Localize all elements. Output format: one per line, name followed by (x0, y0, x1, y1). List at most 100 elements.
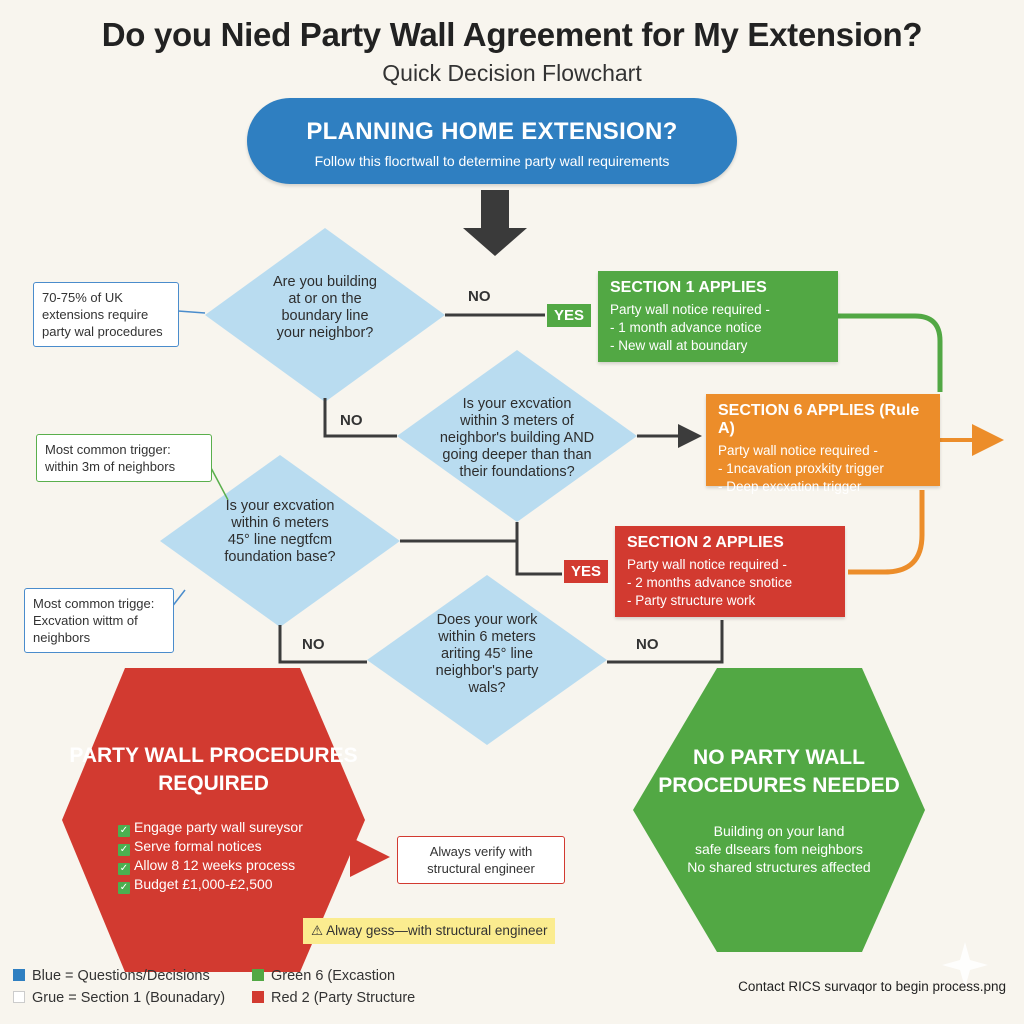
start-subtext: Follow this flocrtwall to determine part… (314, 153, 670, 169)
question-4-line: within 6 meters (438, 629, 536, 645)
checklist-item: ✓ Allow 8 12 weeks process (118, 856, 338, 875)
note-line: party wal procedures (42, 324, 163, 339)
warning-icon: ⚠ (311, 923, 324, 938)
connector-q3-q4 (278, 625, 367, 664)
outcome-required-title: REQUIRED (158, 772, 269, 795)
question-diamond-3 (160, 455, 400, 627)
outcome-required-checklist: ✓Engage party wall sureysor ✓Serve forma… (118, 818, 338, 894)
start-node: PLANNING HOME EXTENSION? Follow this flo… (247, 98, 737, 184)
note-line: 70-75% of UK (42, 290, 123, 305)
section-6-line: - Deep excxation trigger (718, 479, 862, 494)
checkmark-icon: ✓ (118, 882, 130, 894)
note-common-trigger-2: Most common trigge: Excvation wittm of n… (24, 588, 174, 653)
outcome-not-needed: NO PARTY WALL PROCEDURES NEEDED (633, 744, 925, 800)
checklist-label: Budget £1,000-£2,500 (134, 876, 273, 892)
question-4-line: wals? (468, 680, 506, 696)
outcome-required-title: PARTY WALL PROCEDURES (69, 744, 358, 767)
question-4-line: neighbor's party (435, 663, 539, 679)
checklist-item: ✓ Engage party wall sureysor (118, 818, 338, 837)
checkmark-icon: ✓ (118, 825, 130, 837)
note-line: Always verify with (429, 844, 533, 859)
note-verify: Always verify with structural engineer (397, 836, 565, 884)
question-1-line: boundary line (281, 308, 369, 324)
question-2-line: Is your excvation (462, 396, 572, 412)
legend-item-white: Grue = Section 1 (Bounadary) (13, 990, 225, 1006)
legend-swatch (13, 991, 25, 1003)
legend-item-red: Red 2 (Party Structure (252, 990, 415, 1006)
note-line: extensions require (42, 307, 149, 322)
section-1-heading: SECTION 1 APPLIES (610, 279, 767, 296)
question-4-line: Does your work (436, 612, 538, 628)
section-6-heading: SECTION 6 APPLIES (Rule A) (718, 402, 920, 437)
connector-to-s2 (515, 541, 562, 576)
label-yes-2: YES (564, 560, 609, 583)
connector-s6-s2 (848, 490, 925, 575)
section-2-line: Party wall notice required - (627, 557, 787, 572)
section-2-box: SECTION 2 APPLIES Party wall notice requ… (615, 526, 845, 617)
section-6-line: Party wall notice required - (718, 443, 878, 458)
connector-q3-q2 (400, 522, 519, 543)
page-subtitle: Quick Decision Flowchart (382, 60, 642, 86)
question-4-line: ariting 45° line (440, 646, 534, 662)
label-no-2: NO (340, 412, 363, 429)
question-3-line: within 6 meters (231, 515, 329, 531)
question-2: Is your excvation within 3 meters of nei… (427, 396, 607, 481)
checkmark-icon: ✓ (118, 863, 130, 875)
note-line: Most common trigge: (33, 596, 155, 611)
outcome-required: PARTY WALL PROCEDURES REQUIRED (62, 742, 365, 798)
warning-text: Alway gess—with structural engineer (326, 923, 548, 938)
outcome-hex-not-needed (633, 668, 925, 952)
legend-item-blue: Blue = Questions/Decisions (13, 968, 210, 984)
section-2-line: - 2 months advance snotice (627, 575, 793, 590)
note-line: within 3m of neighbors (45, 459, 176, 474)
warning-banner: ⚠ Alway gess—with structural engineer (303, 918, 556, 944)
legend-label: Blue = Questions/Decisions (32, 968, 210, 984)
outcome-not-needed-title: PROCEDURES NEEDED (658, 774, 900, 797)
legend-swatch (252, 969, 264, 981)
footer-note: Contact RICS survaqor to begin process.p… (738, 979, 1006, 994)
connector-q1-q2 (323, 398, 397, 438)
page-title: Do you Nied Party Wall Agreement for My … (101, 16, 923, 53)
note-connector-1 (177, 310, 206, 314)
section-2-heading: SECTION 2 APPLIES (627, 534, 784, 551)
start-heading: PLANNING HOME EXTENSION? (306, 118, 678, 145)
question-diamond-4 (367, 575, 607, 745)
outcome-line: No shared structures affected (687, 859, 871, 875)
label-no-3: NO (302, 636, 325, 653)
label-no-1: NO (468, 288, 491, 305)
checklist-item: ✓Serve formal notices (118, 837, 338, 856)
section-1-line: Party wall notice required - (610, 302, 770, 317)
question-2-line: within 3 meters of (460, 413, 574, 429)
question-3-line: 45° line negtfcm (227, 532, 333, 548)
note-stat: 70-75% of UK extensions require party wa… (33, 282, 179, 347)
legend-item-green: Green 6 (Excastion (252, 968, 395, 984)
question-1-line: Are you building (273, 274, 377, 290)
section-2-line: - Party structure work (627, 593, 756, 608)
question-1: Are you building at or on the boundary l… (245, 274, 405, 342)
question-3-line: Is your excvation (225, 498, 335, 514)
checklist-label: Serve formal notices (134, 838, 262, 854)
note-connector-2 (209, 465, 229, 501)
sparkle-icon (942, 942, 988, 988)
outcome-hex-required (62, 668, 365, 972)
question-2-line: going deeper than than (442, 447, 592, 463)
note-line: neighbors (33, 630, 91, 645)
connector-s1-s6 (838, 313, 943, 392)
section-6-line: - 1ncavation proxkity trigger (718, 461, 884, 476)
question-4: Does your work within 6 meters ariting 4… (407, 612, 567, 697)
note-common-trigger-1: Most common trigger: within 3m of neighb… (36, 434, 212, 482)
question-diamond-2 (397, 350, 637, 522)
checklist-label: Engage party wall sureysor (134, 819, 303, 835)
outcome-line: safe dlsears fom neighbors (694, 841, 864, 857)
legend-swatch (13, 969, 25, 981)
legend-label: Green 6 (Excastion (271, 968, 396, 984)
question-2-line: their foundations? (459, 464, 575, 480)
legend-swatch (252, 991, 264, 1003)
outcome-not-needed-details: Building on your land safe dlsears fom n… (633, 822, 925, 876)
checklist-label: Allow 8 12 weeks process (134, 857, 296, 873)
legend-label: Grue = Section 1 (Bounadary) (32, 990, 226, 1006)
question-2-line: neighbor's building AND (439, 430, 595, 446)
down-arrow-icon (463, 190, 527, 256)
question-3-line: foundation base? (224, 549, 336, 565)
